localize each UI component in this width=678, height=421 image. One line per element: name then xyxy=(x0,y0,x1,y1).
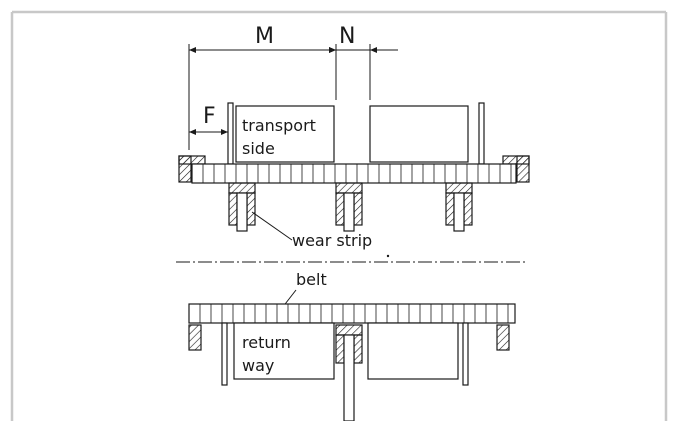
belt-top xyxy=(191,163,517,184)
dimension-f-label: F xyxy=(203,104,216,129)
return-product-left xyxy=(233,322,335,380)
center-mark xyxy=(386,254,390,258)
dimension-m-label: M xyxy=(255,24,274,49)
dimension-n-label: N xyxy=(339,24,355,49)
support-left xyxy=(228,182,256,232)
frame-border xyxy=(10,10,668,421)
wear-strip-label: wear strip xyxy=(292,231,372,250)
return-support-center xyxy=(335,324,363,421)
dimension-lines xyxy=(188,44,398,150)
product-right xyxy=(369,105,469,163)
return-way-label-line2: way xyxy=(242,356,274,375)
return-way-label-line1: return xyxy=(242,333,291,352)
return-product-right xyxy=(367,322,459,380)
transport-side-label-line1: transport xyxy=(242,116,316,135)
belt-bottom xyxy=(188,303,516,324)
wear-strip-supports xyxy=(228,182,473,232)
edge-brackets-top xyxy=(178,155,530,183)
wear-strip-leader xyxy=(251,211,293,241)
transport-side-label-line2: side xyxy=(242,139,275,158)
side-guides-bottom xyxy=(221,322,469,386)
support-right xyxy=(445,182,473,232)
belt-label: belt xyxy=(296,270,327,289)
product-left xyxy=(235,105,335,163)
edge-supports-bottom xyxy=(188,324,510,351)
support-middle xyxy=(335,182,363,232)
